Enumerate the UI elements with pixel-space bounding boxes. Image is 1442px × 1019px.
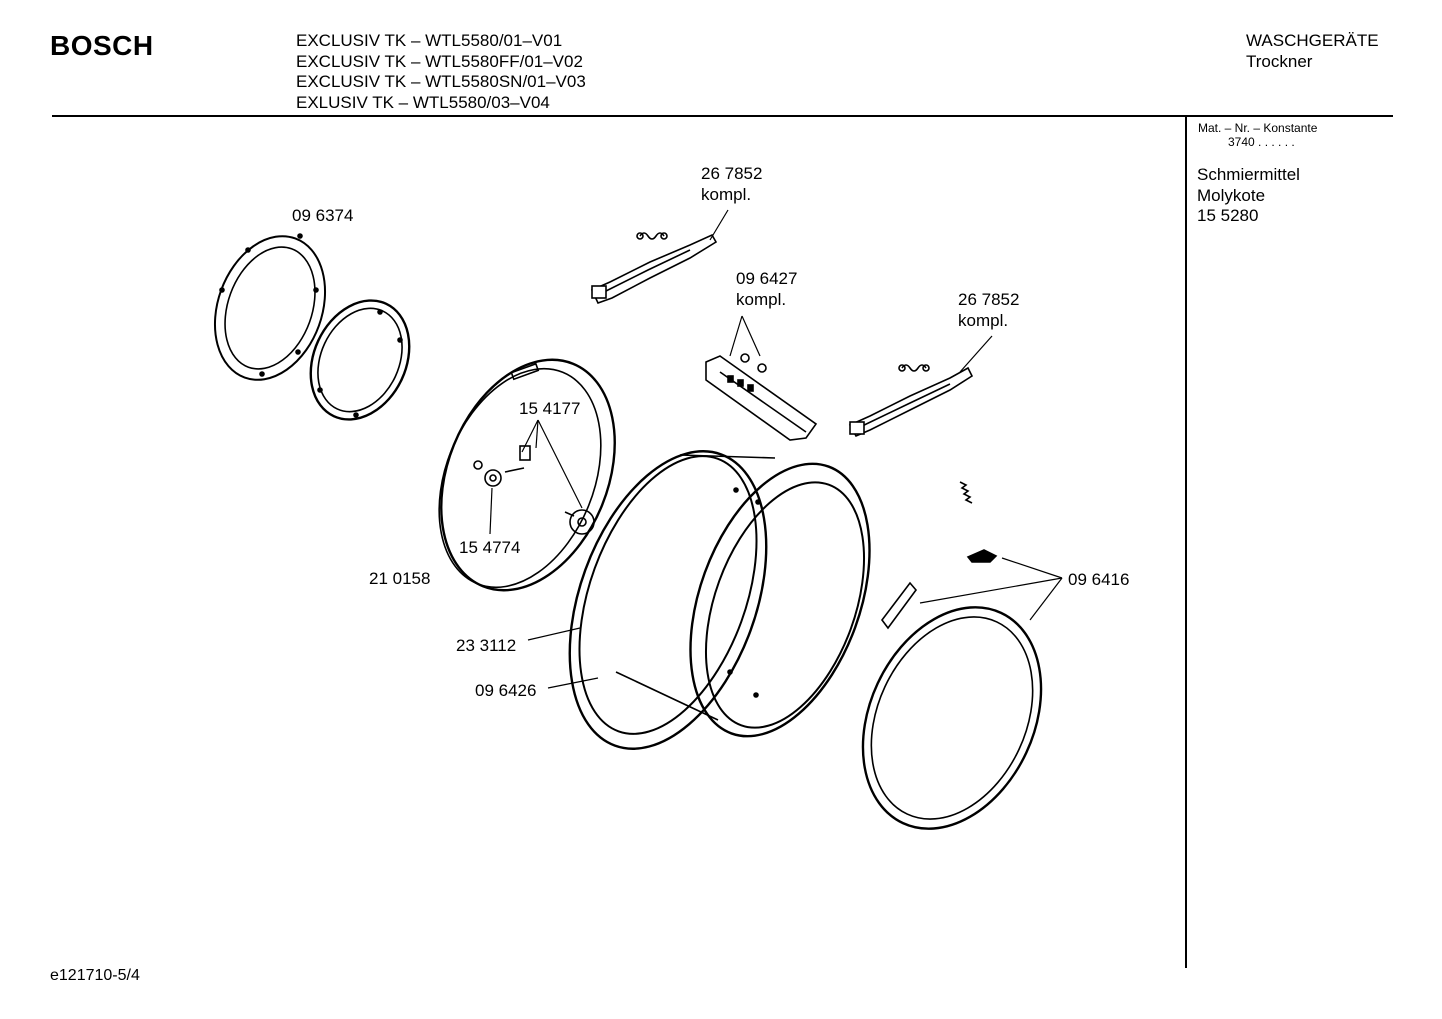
model-list: EXCLUSIV TK – WTL5580/01–V01 EXCLUSIV TK… [296, 31, 586, 113]
part-note-label: kompl. [701, 185, 752, 204]
category-block: WASCHGERÄTE Trockner [1246, 31, 1379, 72]
part-note-label: kompl. [958, 311, 1009, 330]
flange-seal-ring [309, 299, 411, 421]
part-number-label: 15 4177 [519, 399, 581, 418]
drawing-id: e121710-5/4 [50, 967, 140, 984]
material-number-header: Mat. – Nr. – Konstante 3740 . . . . . . [1198, 121, 1317, 149]
lubricant-note-line: Molykote [1197, 185, 1266, 205]
model-line: EXCLUSIV TK – WTL5580SN/01–V03 [296, 72, 586, 91]
model-line: EXLUSIV TK – WTL5580/03–V04 [296, 92, 550, 112]
part-number-label: 23 3112 [456, 636, 517, 655]
front-flange-ring [213, 233, 327, 381]
felt-strip [880, 581, 918, 630]
part-number-label: 09 6416 [1068, 570, 1130, 589]
material-number-label: Mat. – Nr. – Konstante [1198, 121, 1318, 135]
part-number-label: 09 6426 [475, 681, 537, 700]
part-number-label: 15 4774 [459, 538, 521, 557]
model-line: EXCLUSIV TK – WTL5580/01–V01 [296, 31, 563, 50]
front-seal-ring [861, 606, 1043, 830]
small-spring [959, 481, 973, 504]
part-number-label: 21 0158 [369, 569, 431, 588]
part-number-label: 26 7852 [701, 164, 763, 183]
part-number-label: 09 6427 [736, 269, 798, 288]
leader-lines [489, 209, 1063, 689]
lubricant-note-line: Schmiermittel [1197, 165, 1300, 184]
guide-block [705, 353, 818, 441]
header-divider [52, 115, 1393, 117]
category-main: WASCHGERÄTE [1246, 31, 1379, 50]
lubricant-note-line: 15 5280 [1197, 206, 1259, 225]
bearing-bracket-upper [590, 232, 718, 304]
material-number-code: 3740 . . . . . . [1228, 135, 1295, 149]
lubricant-note: Schmiermittel Molykote 15 5280 [1197, 165, 1300, 227]
slide-clip [966, 549, 998, 563]
sidebar-divider [1185, 116, 1187, 968]
drum-body [568, 450, 871, 750]
category-sub: Trockner [1246, 51, 1313, 71]
part-note-label: kompl. [736, 290, 787, 309]
drum-rear-wall [438, 358, 616, 592]
brand-logo: BOSCH [50, 30, 154, 61]
model-line: EXCLUSIV TK – WTL5580FF/01–V02 [296, 51, 583, 71]
part-number-label: 09 6374 [292, 206, 354, 225]
part-number-label: 26 7852 [958, 290, 1020, 309]
bearing-bracket-lower [848, 364, 974, 438]
